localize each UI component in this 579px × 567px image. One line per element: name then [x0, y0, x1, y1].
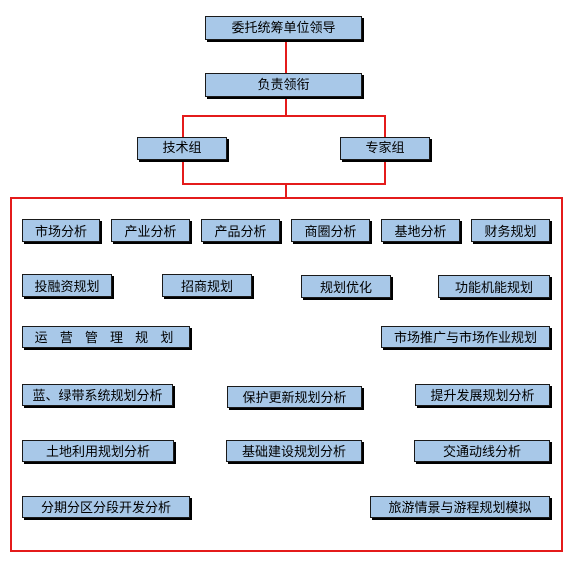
phased-development-analysis-box: 分期分区分段开发分析 — [22, 496, 190, 518]
trade-area-analysis-box: 商圈分析 — [291, 219, 370, 242]
land-use-planning-box: 土地利用规划分析 — [22, 440, 174, 462]
upgrade-development-planning-box: 提升发展规划分析 — [415, 384, 550, 406]
site-analysis-box: 基地分析 — [381, 219, 460, 242]
connector-merge-to-frame — [285, 183, 287, 198]
connector-to-expert-group — [384, 115, 386, 137]
connector-branch-horizontal-top — [182, 115, 386, 117]
investment-financing-planning-box: 投融资规划 — [22, 274, 112, 297]
infrastructure-planning-box: 基础建设规划分析 — [226, 440, 362, 462]
commission-leadership-box: 委托统筹单位领导 — [205, 16, 362, 40]
conservation-renewal-planning-box: 保护更新规划分析 — [227, 386, 362, 408]
tourism-scenario-planning-box: 旅游情景与游程规划模拟 — [370, 496, 550, 518]
analysis-tasks-frame — [10, 197, 563, 552]
connector-tech-group-down — [182, 160, 184, 184]
traffic-circulation-analysis-box: 交通动线分析 — [414, 440, 550, 462]
lead-responsibility-box: 负责领衔 — [205, 73, 362, 97]
connector-to-tech-group — [182, 115, 184, 137]
product-analysis-box: 产品分析 — [201, 219, 280, 242]
expert-group-box: 专家组 — [340, 137, 430, 160]
tech-group-box: 技术组 — [137, 137, 227, 160]
connector-commission-lead — [285, 40, 287, 73]
connector-merge-horizontal — [182, 183, 386, 185]
market-promotion-planning-box: 市场推广与市场作业规划 — [381, 326, 550, 348]
operation-management-planning-box: 运 营 管 理 规 划 — [22, 326, 190, 348]
investment-attraction-planning-box: 招商规划 — [162, 274, 252, 297]
market-analysis-box: 市场分析 — [22, 219, 100, 242]
connector-expert-group-down — [384, 160, 386, 184]
blue-green-system-planning-box: 蓝、绿带系统规划分析 — [22, 384, 173, 406]
financial-planning-box: 财务规划 — [471, 219, 550, 242]
planning-optimization-box: 规划优化 — [301, 275, 391, 298]
function-planning-box: 功能机能规划 — [438, 275, 550, 298]
connector-lead-branch — [285, 97, 287, 116]
industry-analysis-box: 产业分析 — [111, 219, 190, 242]
